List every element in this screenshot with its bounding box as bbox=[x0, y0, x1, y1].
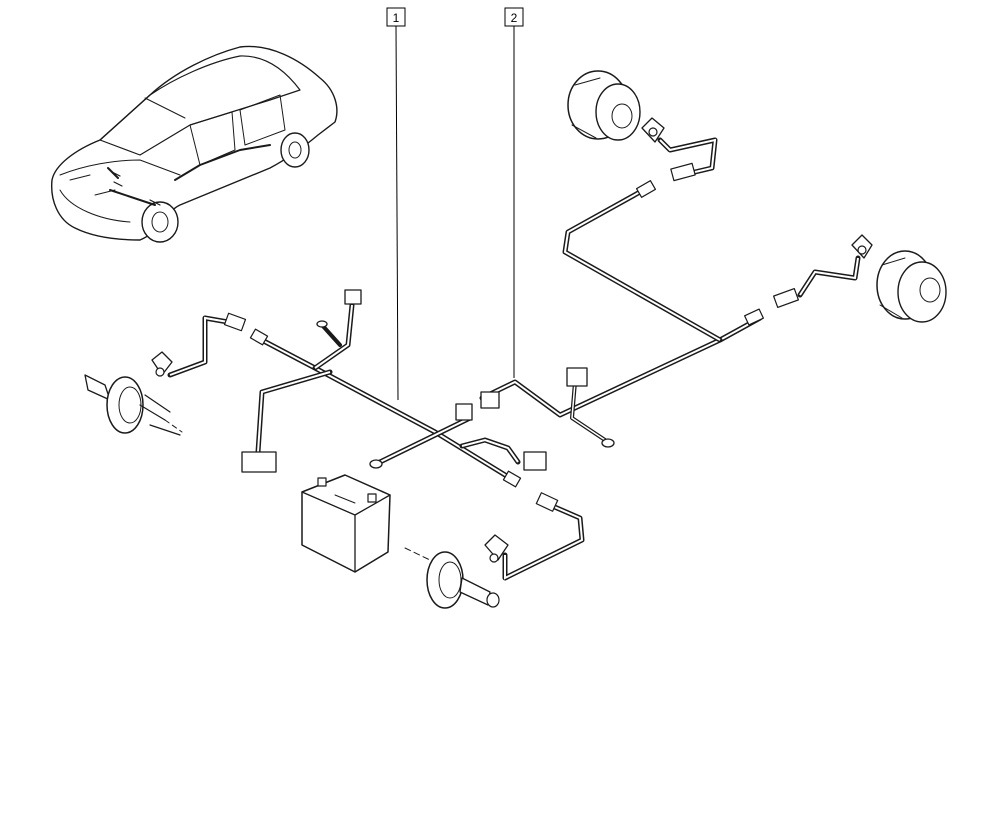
callout-2: 2 bbox=[504, 7, 524, 378]
callout-1-label: 1 bbox=[393, 11, 400, 25]
rear-left-wheel-speed-sensor-icon bbox=[567, 70, 718, 182]
front-left-wheel-speed-sensor-icon bbox=[84, 312, 247, 436]
battery-icon bbox=[301, 474, 391, 573]
front-right-wheel-speed-sensor-icon bbox=[404, 492, 585, 609]
car-overview-icon bbox=[51, 45, 338, 243]
callout-1: 1 bbox=[386, 7, 406, 401]
rear-right-wheel-speed-sensor-icon bbox=[773, 234, 947, 323]
harness-1 bbox=[241, 289, 547, 488]
harness-2 bbox=[479, 180, 764, 448]
callout-2-label: 2 bbox=[511, 11, 518, 25]
